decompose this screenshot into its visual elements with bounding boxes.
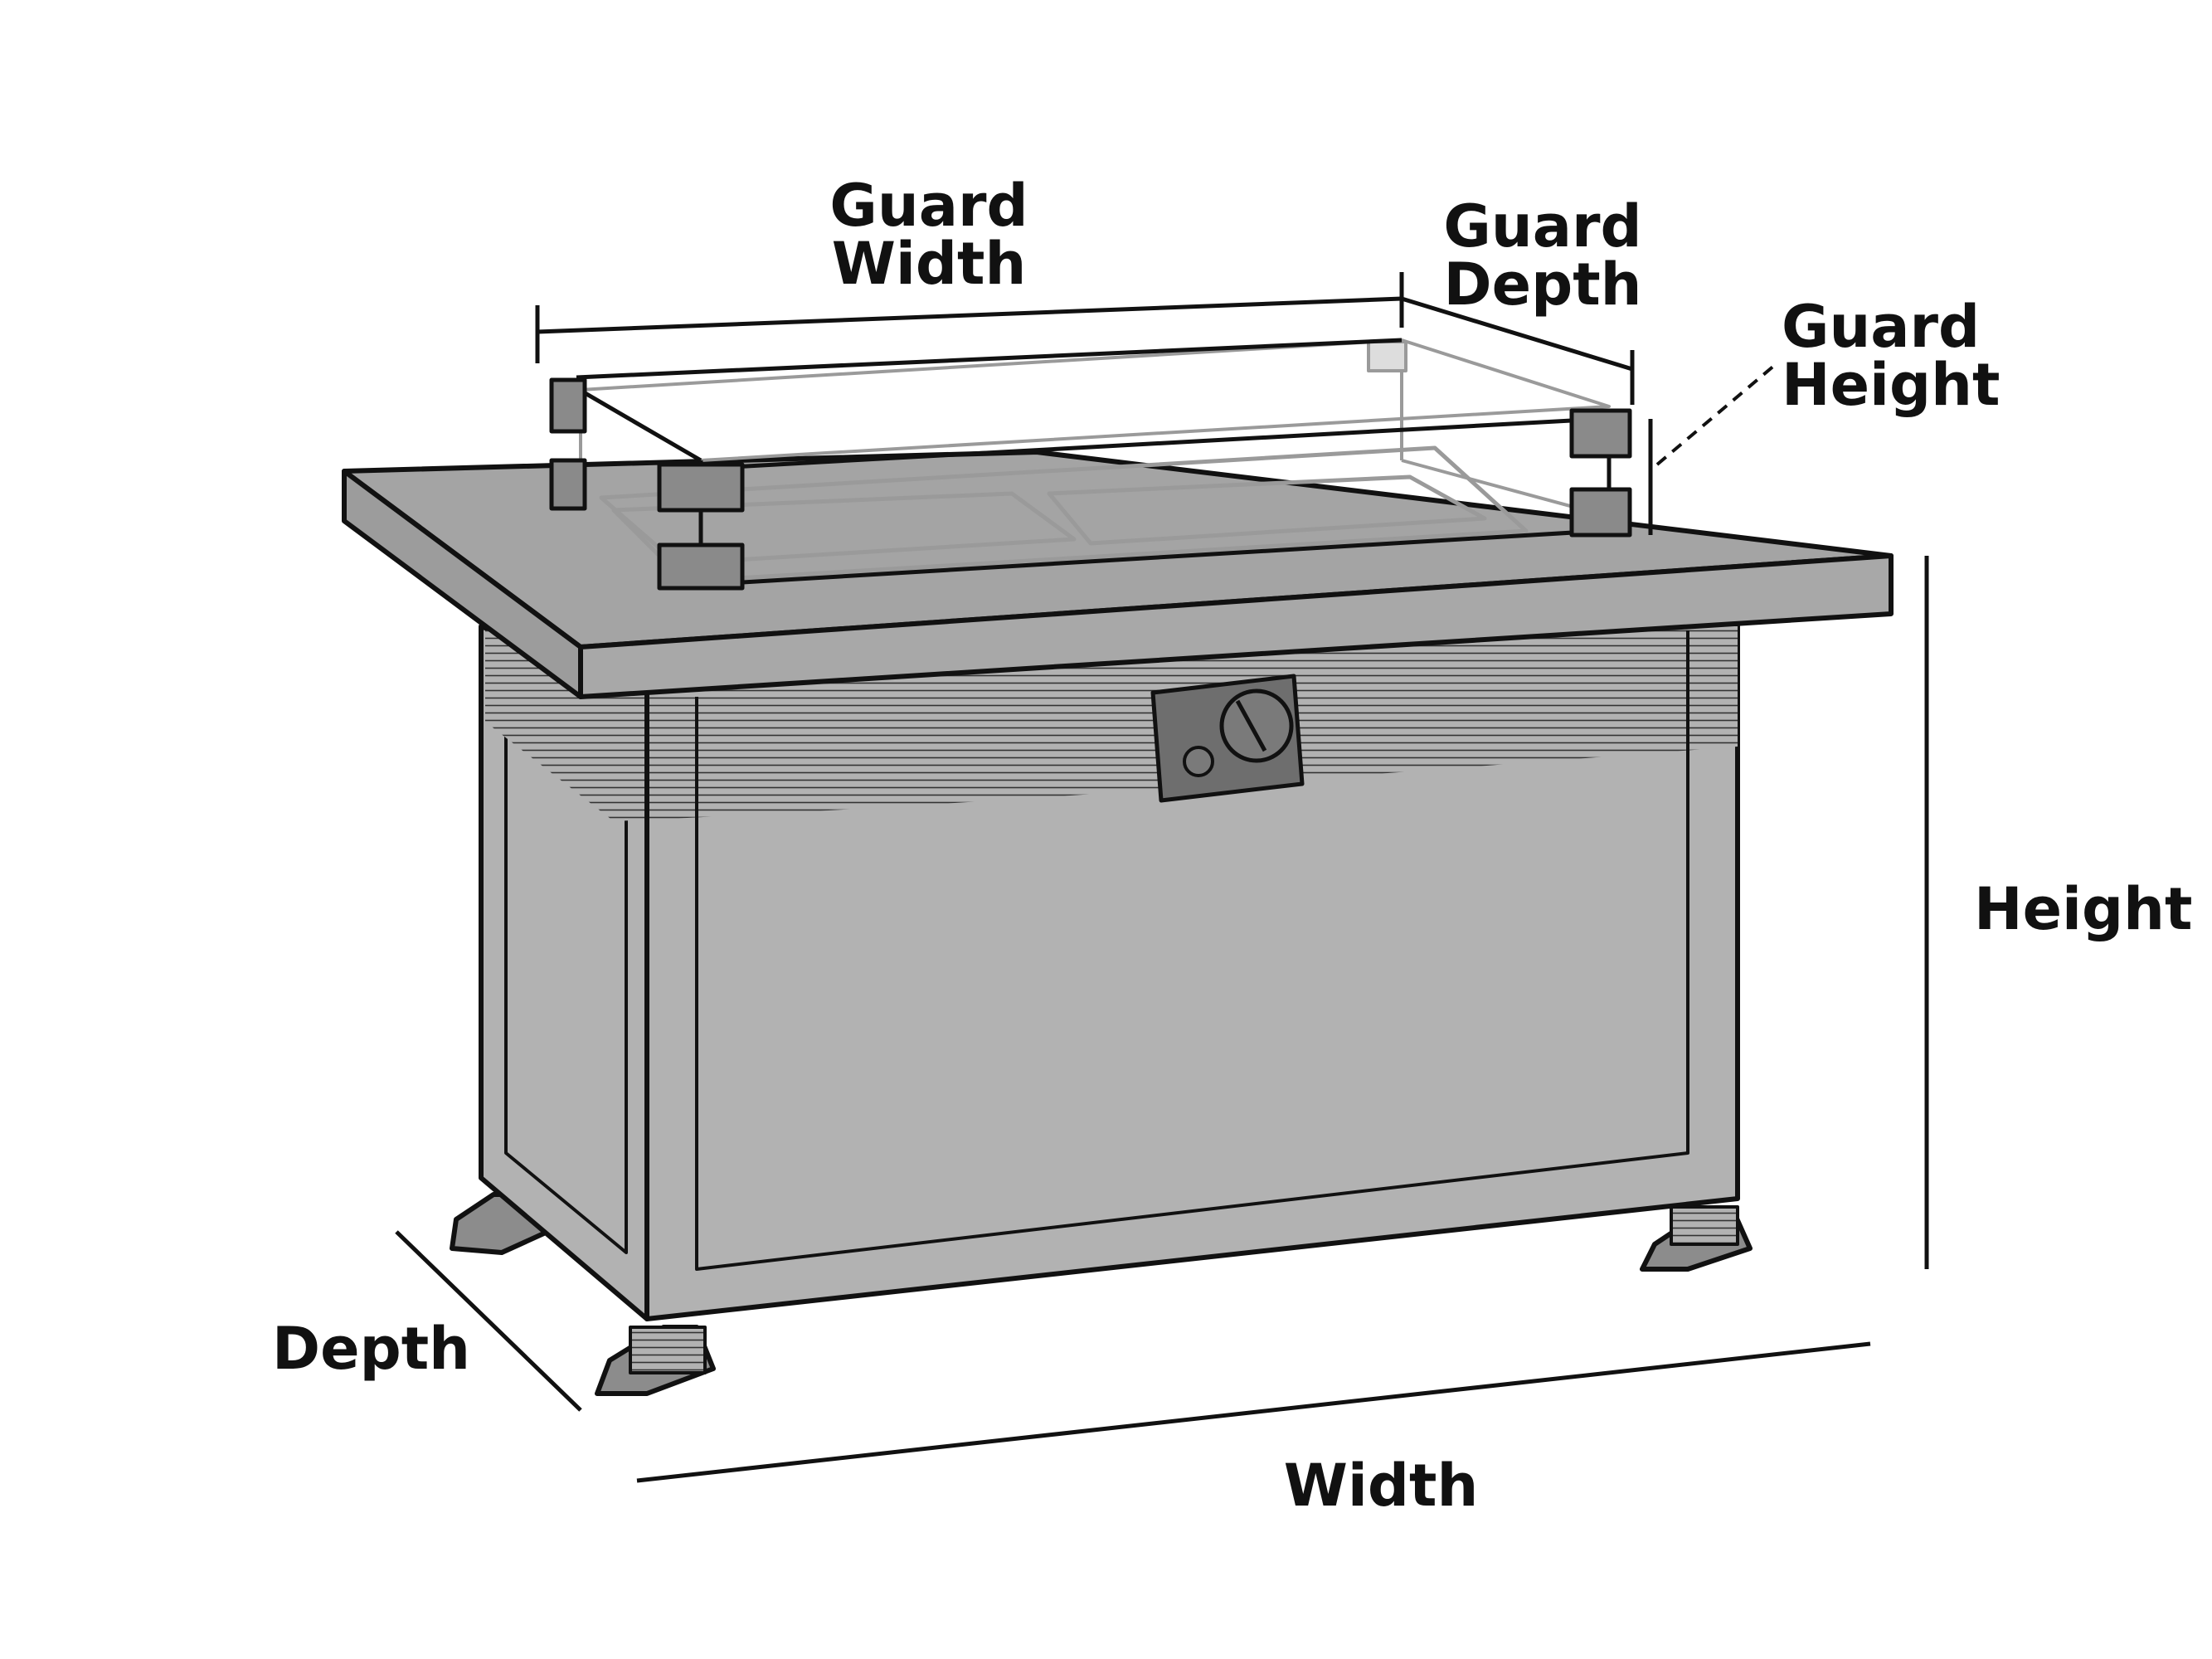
guard-depth-label-line1: Guard [1443, 192, 1641, 260]
guard-height-label-line2: Height [1782, 351, 2000, 419]
guard-clips [549, 377, 1632, 591]
table-feet [450, 1192, 1753, 1396]
width-label: Width [1284, 1452, 1479, 1520]
height-label: Height [1974, 875, 2192, 943]
igniter-button-icon [1183, 746, 1214, 777]
width-dimension [636, 1341, 1871, 1483]
control-panel [1150, 674, 1305, 803]
dimension-lines [395, 272, 1929, 1483]
dimension-labels: Guard Width Guard Depth Guard Height Hei… [272, 172, 2192, 1520]
guard-height-label-line1: Guard [1782, 293, 1980, 361]
guard-width-label-line2: Width [832, 230, 1027, 298]
guard-height-dimension [1648, 363, 1777, 535]
guard-depth-dimension [1401, 296, 1635, 405]
fire-pit-table [342, 338, 1894, 1396]
depth-dimension [395, 1230, 582, 1412]
glass-guard [571, 338, 1612, 587]
guard-depth-label-line2: Depth [1444, 251, 1642, 319]
depth-label: Depth [272, 1315, 470, 1383]
control-knob-icon [1219, 688, 1294, 763]
guard-width-label-line1: Guard [829, 172, 1028, 240]
